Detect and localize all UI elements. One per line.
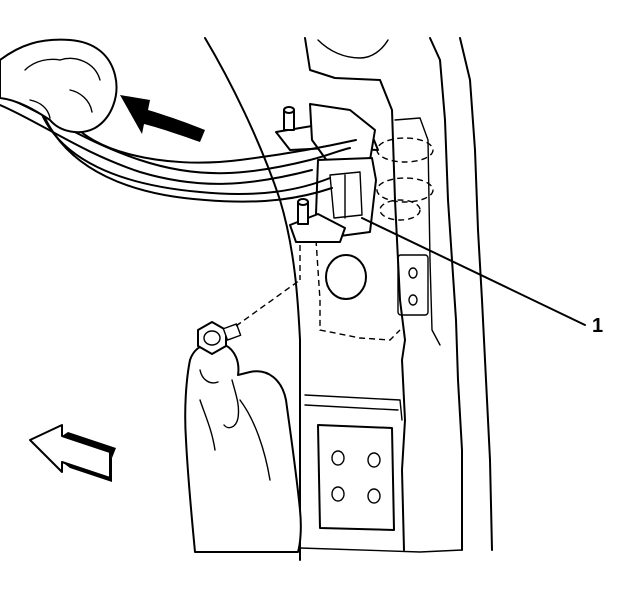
panel-access-hole [325,254,367,300]
hand-upper [0,38,118,134]
callout-1-label: 1 [592,315,603,337]
installation-path-line [235,279,301,327]
callout-1-leader-line [361,217,586,326]
callout-1: 1 [361,217,603,337]
motion-arrow [120,95,205,142]
hinge-bracket [275,103,434,243]
hand-lower [184,342,302,553]
body-pillar-panel [204,37,493,561]
reinforcement-plate [317,424,395,531]
front-direction-arrow [29,424,116,482]
hinge-bolt [197,321,242,355]
